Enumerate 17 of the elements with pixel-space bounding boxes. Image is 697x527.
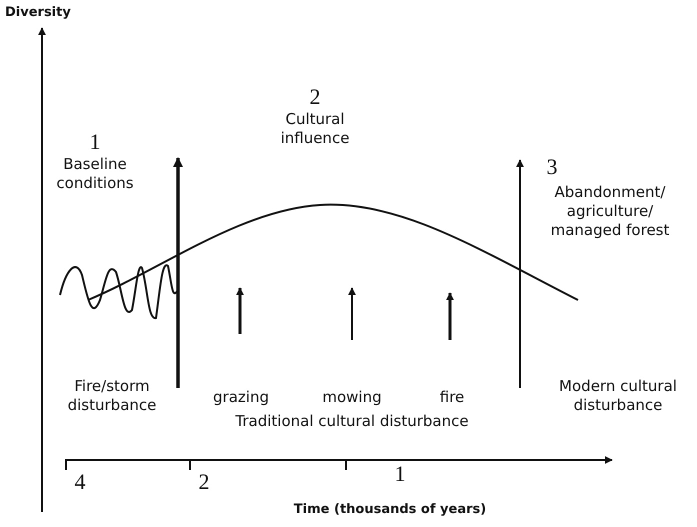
disturbance-label: Modern cultural disturbance [558,377,678,415]
disturbance-label: grazing [213,388,269,407]
phase-number: 2 [310,85,320,109]
tick-label: 4 [74,470,86,494]
disturbance-label: fire [440,388,464,407]
tick-label: 2 [198,470,210,494]
phase-number: 1 [90,130,100,154]
phase-label: Baseline conditions [55,155,135,193]
disturbance-label: mowing [322,388,382,407]
disturbance-label: Fire/storm disturbance [66,377,158,415]
phase-label: Cultural influence [280,110,350,148]
phase-label: Abandonment/ agriculture/ managed forest [550,183,670,240]
axis-title: Diversity [5,4,71,22]
tick-label: 1 [394,462,406,486]
phase-number: 3 [546,155,558,179]
disturbance-label: Traditional cultural disturbance [235,412,469,431]
axis-title: Time (thousands of years) [294,501,486,519]
